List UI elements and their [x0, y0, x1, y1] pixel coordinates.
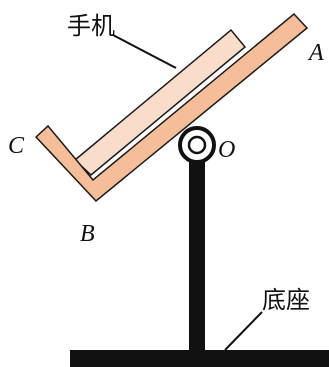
- hinge-inner: [187, 135, 207, 155]
- phone-label: 手机: [67, 12, 115, 40]
- point-c-label: C: [8, 133, 25, 159]
- point-b-label: B: [80, 221, 95, 247]
- phone-leader-line: [112, 34, 177, 69]
- base-plate: [70, 350, 329, 367]
- base-leader-line: [224, 311, 263, 351]
- phone: [73, 28, 247, 177]
- point-o-label: O: [218, 137, 235, 163]
- stand-pole: [189, 150, 205, 353]
- base-label: 底座: [262, 286, 310, 314]
- point-a-label: A: [307, 40, 324, 66]
- holder-bracket: [34, 12, 309, 203]
